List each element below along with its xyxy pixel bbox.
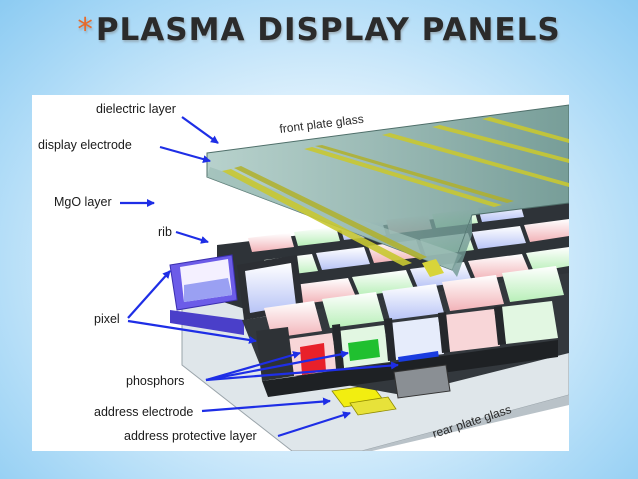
label-rib: rib — [158, 225, 172, 239]
label-pixel: pixel — [94, 312, 120, 326]
label-address-protective-layer: address protective layer — [124, 429, 257, 443]
arrow-phosphors-blue — [205, 361, 399, 382]
ribs — [256, 306, 558, 399]
callout-arrows — [120, 116, 399, 438]
arrow-rib — [175, 230, 209, 244]
plasma-diagram: front plate glass rear plate glass diele… — [32, 95, 569, 451]
arrow-phosphors-green — [205, 350, 349, 382]
arrow-pixel-1 — [127, 270, 171, 319]
title-bullet: * — [77, 12, 94, 48]
pixel-row-left — [169, 254, 304, 335]
label-dielectric-layer: dielectric layer — [96, 102, 176, 116]
slide-title: *PLASMA DISPLAY PANELS — [0, 12, 638, 48]
label-address-electrode: address electrode — [94, 405, 193, 419]
label-display-electrode: display electrode — [38, 138, 132, 152]
label-phosphors: phosphors — [126, 374, 184, 388]
arrow-dielectric-layer — [181, 116, 219, 144]
arrow-display-electrode — [159, 145, 211, 163]
arrow-address-protective-layer — [277, 411, 351, 438]
plasma-diagram-svg: front plate glass rear plate glass diele… — [38, 102, 569, 451]
title-text: PLASMA DISPLAY PANELS — [95, 12, 561, 48]
display-electrodes — [222, 117, 569, 277]
arrow-address-electrode — [201, 397, 331, 413]
arrow-phosphors-red — [205, 351, 301, 382]
label-mgo-layer: MgO layer — [54, 195, 112, 209]
label-front-plate-glass: front plate glass — [279, 112, 365, 136]
arrow-pixel-2 — [127, 319, 257, 344]
